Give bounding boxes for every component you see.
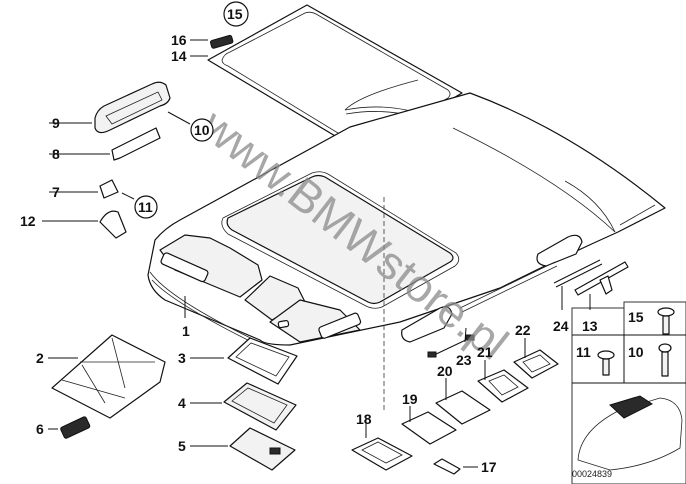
callout-9: 9 (52, 115, 60, 131)
part-4-frame (223, 382, 297, 431)
callout-15: 15 (227, 6, 243, 22)
callout-21: 21 (477, 344, 493, 360)
part-6-light (60, 416, 91, 439)
callout-24: 24 (553, 318, 569, 334)
part-13-rail (574, 261, 629, 296)
callout-1: 1 (182, 323, 190, 339)
part-24-rail (553, 259, 603, 288)
callout-11: 11 (138, 199, 153, 215)
callout-12: 12 (20, 213, 36, 229)
part-19-lamp (401, 411, 457, 445)
callout-2: 2 (36, 350, 44, 366)
document-number: 00024839 (572, 469, 612, 479)
callout-13: 13 (582, 318, 598, 334)
callout-4: 4 (178, 395, 186, 411)
part-7-cap (99, 179, 119, 199)
part-5-lamp-housing (229, 427, 296, 471)
callout-18: 18 (356, 411, 372, 427)
callout-15-circle (223, 1, 249, 27)
fastener-label-11: 11 (576, 344, 591, 360)
callout-22: 22 (515, 322, 531, 338)
callout-20: 20 (437, 363, 453, 379)
fastener-label-15: 15 (628, 309, 644, 325)
part-21-bezel (477, 369, 529, 403)
callout-19: 19 (402, 391, 418, 407)
callout-labels: 1 2 3 4 5 6 7 8 9 10 11 12 13 14 15 16 1… (20, 1, 644, 475)
part-16-clip (209, 34, 234, 49)
callout-10-circle (190, 118, 214, 142)
headliner-part (147, 92, 666, 351)
part-23-cable (427, 334, 475, 358)
part-2-console (51, 334, 166, 419)
part-22-bezel (513, 349, 559, 379)
callout-6: 6 (36, 421, 44, 437)
part-20-lamp (435, 390, 491, 425)
callout-10: 10 (194, 122, 210, 138)
callout-17: 17 (481, 459, 497, 475)
fastener-label-10: 10 (628, 344, 644, 360)
callout-3: 3 (178, 350, 186, 366)
fastener-box (571, 301, 686, 484)
leader-lines (42, 39, 591, 468)
part-18-bezel (351, 437, 413, 471)
callout-7: 7 (52, 184, 60, 200)
part-17-cover (433, 458, 461, 475)
part-12-clip (99, 210, 127, 239)
callout-5: 5 (178, 438, 186, 454)
part-3-frame (227, 337, 298, 385)
callout-8: 8 (52, 146, 60, 162)
callout-11-circle (134, 195, 158, 219)
callout-14: 14 (171, 48, 187, 64)
callout-16: 16 (171, 32, 187, 48)
part-9-grab-handle (94, 81, 171, 134)
callout-23: 23 (456, 352, 472, 368)
part-8-bracket (111, 127, 161, 161)
